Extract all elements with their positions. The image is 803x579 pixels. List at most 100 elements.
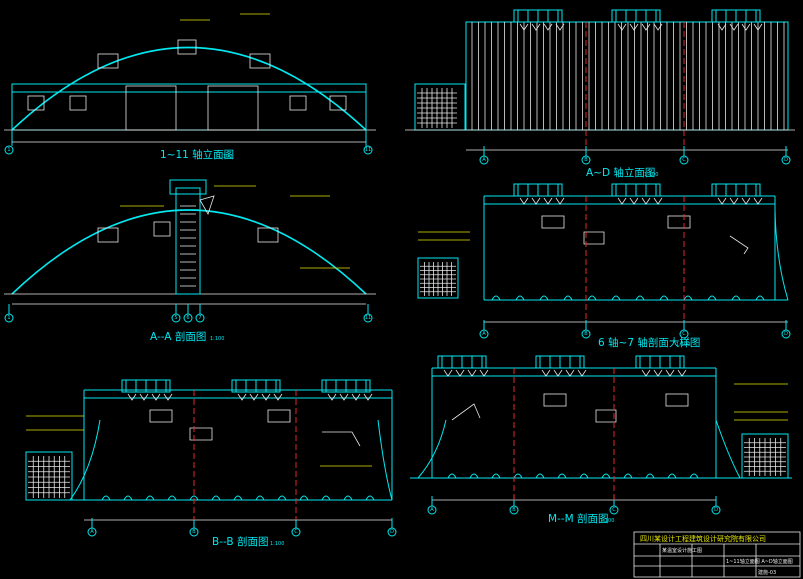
wall-slope — [774, 209, 789, 301]
heater-bump — [321, 495, 331, 501]
heater-bump — [491, 473, 501, 479]
window — [69, 95, 87, 111]
heater-bump — [689, 473, 699, 479]
heater-bump — [623, 473, 633, 479]
axis-label: 11 — [365, 315, 371, 321]
annex-door-grid — [417, 88, 457, 128]
axis-bubble-group: C — [679, 146, 689, 165]
heater-bump — [683, 295, 693, 301]
heater-bump — [579, 473, 589, 479]
view-scale: 1:100 — [270, 541, 284, 547]
fan-blade-icon — [363, 393, 373, 401]
fan-blade-icon — [543, 197, 553, 205]
equipment-box — [667, 215, 691, 229]
fan-blade-icon — [327, 393, 337, 401]
fan-blade-icon — [577, 369, 587, 377]
stair-detail — [729, 235, 749, 255]
axis-label: 6 — [186, 315, 189, 321]
facade-outline — [465, 21, 789, 131]
heater-bump — [447, 473, 457, 479]
elevation-1-11: 1 11 1~11 轴立面图 1:100 — [4, 13, 376, 161]
view-scale: 1:100 — [600, 518, 614, 524]
fan-blade-icon — [531, 23, 541, 31]
axis-label: C — [294, 529, 298, 535]
view-title: 1~11 轴立面图 — [160, 148, 234, 161]
fan-blade-icon — [151, 393, 161, 401]
fan-blade-icon — [127, 393, 137, 401]
fan-blade-icon — [237, 393, 247, 401]
axis-bubbles: A B C D — [479, 146, 791, 165]
window — [289, 95, 307, 111]
fan-blade-icon — [139, 393, 149, 401]
axis-bubble — [387, 527, 397, 537]
fan-blade-icon — [653, 23, 663, 31]
annex-door-grid — [744, 438, 786, 476]
axis-label: B — [584, 331, 588, 337]
fan-blade-icon — [729, 23, 739, 31]
axis-bubble — [679, 329, 689, 339]
view-scale: 1:100 — [218, 154, 232, 160]
ventilation-fans — [513, 9, 763, 31]
axis-bubble-group: B — [581, 146, 591, 165]
fan-blade-icon — [163, 393, 173, 401]
fan-blade-icon — [753, 197, 763, 205]
axis-label: A — [430, 507, 434, 513]
fan-unit — [711, 9, 763, 31]
axis-bubble — [581, 155, 591, 165]
heater-bump — [189, 495, 199, 501]
fan-blade-icon — [641, 23, 651, 31]
axis-label: A — [482, 157, 486, 163]
axis-bubble — [781, 155, 791, 165]
fan-blade-icon — [629, 23, 639, 31]
heater-bump — [557, 473, 567, 479]
fan-unit — [513, 9, 565, 31]
heater-bump — [635, 295, 645, 301]
window — [97, 53, 119, 69]
axis-label: D — [784, 157, 788, 163]
axis-label: D — [714, 507, 718, 513]
window — [153, 221, 171, 237]
axis-bubble — [781, 329, 791, 339]
ventilation-fans — [513, 183, 763, 205]
heater-bump — [491, 295, 501, 301]
fan-unit — [437, 355, 489, 377]
heater-bump — [667, 473, 677, 479]
fan-blade-icon — [553, 369, 563, 377]
equipment-box — [189, 427, 213, 441]
view-scale: 1:100 — [210, 336, 224, 342]
fan-unit — [121, 379, 173, 401]
fan-blade-icon — [565, 369, 575, 377]
fan-blade-icon — [555, 197, 565, 205]
heater-bump — [587, 295, 597, 301]
axis-bubble — [189, 527, 199, 537]
axis-label: D — [390, 529, 394, 535]
axis-label: B — [192, 529, 196, 535]
axis-bubble-group: B — [581, 320, 591, 339]
title-block-frame — [633, 531, 801, 578]
heater-bump — [731, 295, 741, 301]
heater-bump — [513, 473, 523, 479]
axis-label: 7 — [198, 315, 201, 321]
window — [27, 95, 45, 111]
heater-bump — [167, 495, 177, 501]
axis-label: 11 — [365, 147, 371, 153]
fan-blade-icon — [467, 369, 477, 377]
heater-bump — [659, 295, 669, 301]
vent-flap — [199, 195, 215, 215]
fan-blade-icon — [339, 393, 349, 401]
column-cap — [169, 179, 207, 195]
fan-unit — [535, 355, 587, 377]
company-name: 四川某设计工程建筑设计研究院有限公司 — [640, 534, 766, 543]
fan-blade-icon — [617, 197, 627, 205]
fan-blade-icon — [629, 197, 639, 205]
view-title: A--A 剖面图 — [150, 330, 206, 343]
fan-blade-icon — [543, 23, 553, 31]
fan-blade-icon — [273, 393, 283, 401]
fan-blade-icon — [677, 369, 687, 377]
annex-door-grid — [28, 456, 70, 498]
equipment-box — [665, 393, 689, 407]
axis-bubble — [87, 527, 97, 537]
